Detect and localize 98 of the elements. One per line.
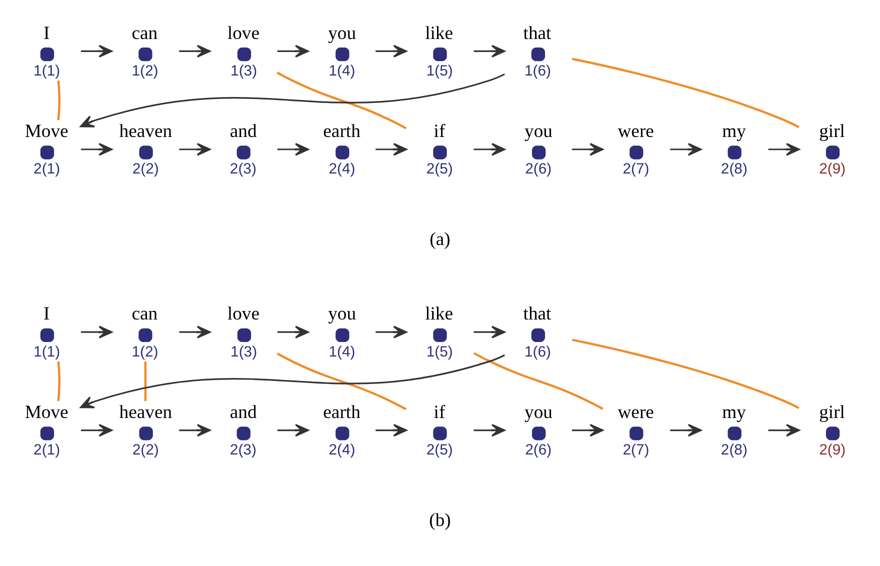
node-label: 2(4): [328, 162, 356, 178]
node-label: you: [328, 22, 356, 44]
arrow: [80, 424, 112, 437]
connector: [57, 80, 60, 120]
node-label: if: [434, 120, 446, 142]
node-label: 2(5): [426, 162, 453, 178]
arrow: [572, 424, 604, 437]
arrow: [670, 142, 702, 156]
node-label: 1(2): [132, 344, 158, 360]
node-label: my: [722, 402, 746, 423]
node-label: you: [524, 402, 552, 423]
node-label: 2(3): [230, 162, 256, 178]
node-label: and: [230, 402, 257, 423]
node-label: girl: [819, 120, 845, 142]
arrow: [474, 326, 506, 338]
node-label: 1(4): [328, 344, 356, 360]
arrow: [768, 142, 800, 156]
node-label: 2(9): [819, 442, 846, 459]
arrow: [277, 142, 309, 156]
connector: [572, 58, 800, 128]
node-label: 2(8): [720, 442, 748, 459]
connector: [572, 338, 800, 410]
node-label: like: [425, 22, 454, 44]
node-label: 1(1): [34, 64, 60, 80]
connector: [276, 72, 407, 130]
node-label: 1(6): [524, 64, 552, 80]
label: (a): [430, 229, 450, 250]
arrow: [179, 142, 211, 156]
arrow: [179, 424, 211, 437]
node-label: love: [227, 22, 260, 44]
node-label: earth: [323, 402, 360, 423]
node-label: you: [328, 304, 356, 325]
arrow: [474, 44, 506, 58]
node-label: 1(1): [34, 344, 60, 360]
node-label: 1(3): [230, 344, 258, 360]
node-label: if: [434, 402, 446, 423]
node-label: were: [618, 120, 654, 142]
node-label: 2(3): [230, 442, 256, 459]
node-label: 1(5): [426, 344, 453, 360]
node-label: can: [132, 304, 158, 325]
node-label: I: [43, 22, 50, 44]
arrow: [277, 326, 309, 338]
node-label: 1(6): [524, 344, 552, 360]
node-label: 2(1): [34, 442, 60, 459]
arrow: [376, 326, 408, 338]
node-label: heaven: [119, 120, 172, 142]
node-label: girl: [819, 402, 845, 423]
node-label: Move: [24, 120, 68, 142]
node-label: 2(1): [34, 162, 60, 178]
node-label: like: [425, 304, 454, 325]
node-label: my: [722, 120, 746, 142]
node-label: I: [43, 304, 50, 325]
connector: [57, 361, 60, 402]
arrow: [179, 326, 211, 338]
arrow: [376, 424, 408, 437]
arrow: [80, 73, 505, 128]
arrow: [474, 424, 506, 437]
node-label: you: [524, 120, 552, 142]
arrow: [768, 424, 800, 437]
arrow: [670, 424, 702, 437]
node-label: 2(6): [525, 162, 552, 178]
arrow: [474, 142, 506, 156]
node-label: were: [618, 402, 654, 423]
node-label: 2(4): [328, 442, 356, 459]
arrow: [376, 44, 408, 58]
arrow: [80, 44, 112, 58]
node-label: 1(5): [426, 64, 453, 80]
node-label: 2(7): [622, 442, 650, 459]
node-label: love: [227, 304, 260, 325]
node-label: 2(2): [132, 162, 159, 178]
node-label: can: [132, 22, 158, 44]
node-label: heaven: [119, 402, 172, 423]
node-label: and: [230, 120, 257, 142]
node-label: Move: [24, 402, 68, 423]
arrow: [80, 326, 112, 338]
node-label: 2(8): [720, 162, 748, 178]
node-label: 2(9): [819, 162, 846, 178]
connector: [144, 362, 147, 402]
node-label: 2(5): [426, 442, 453, 459]
node-label: 1(3): [230, 64, 258, 80]
arrow: [376, 142, 408, 156]
node-label: 2(6): [525, 442, 552, 459]
node-label: 2(2): [132, 442, 159, 459]
label: (b): [429, 510, 451, 532]
arrow: [80, 142, 112, 156]
node-label: 2(7): [622, 162, 650, 178]
connector: [473, 352, 604, 410]
node-label: 1(4): [328, 64, 356, 80]
arrow: [572, 142, 604, 156]
arrow: [80, 354, 505, 408]
node-label: that: [523, 22, 552, 44]
arrow: [277, 424, 309, 437]
node-label: 1(2): [132, 64, 158, 80]
arrow: [277, 44, 309, 58]
node-label: that: [523, 304, 552, 325]
arrow: [179, 44, 211, 58]
node-label: earth: [323, 120, 360, 142]
connector: [276, 352, 407, 410]
